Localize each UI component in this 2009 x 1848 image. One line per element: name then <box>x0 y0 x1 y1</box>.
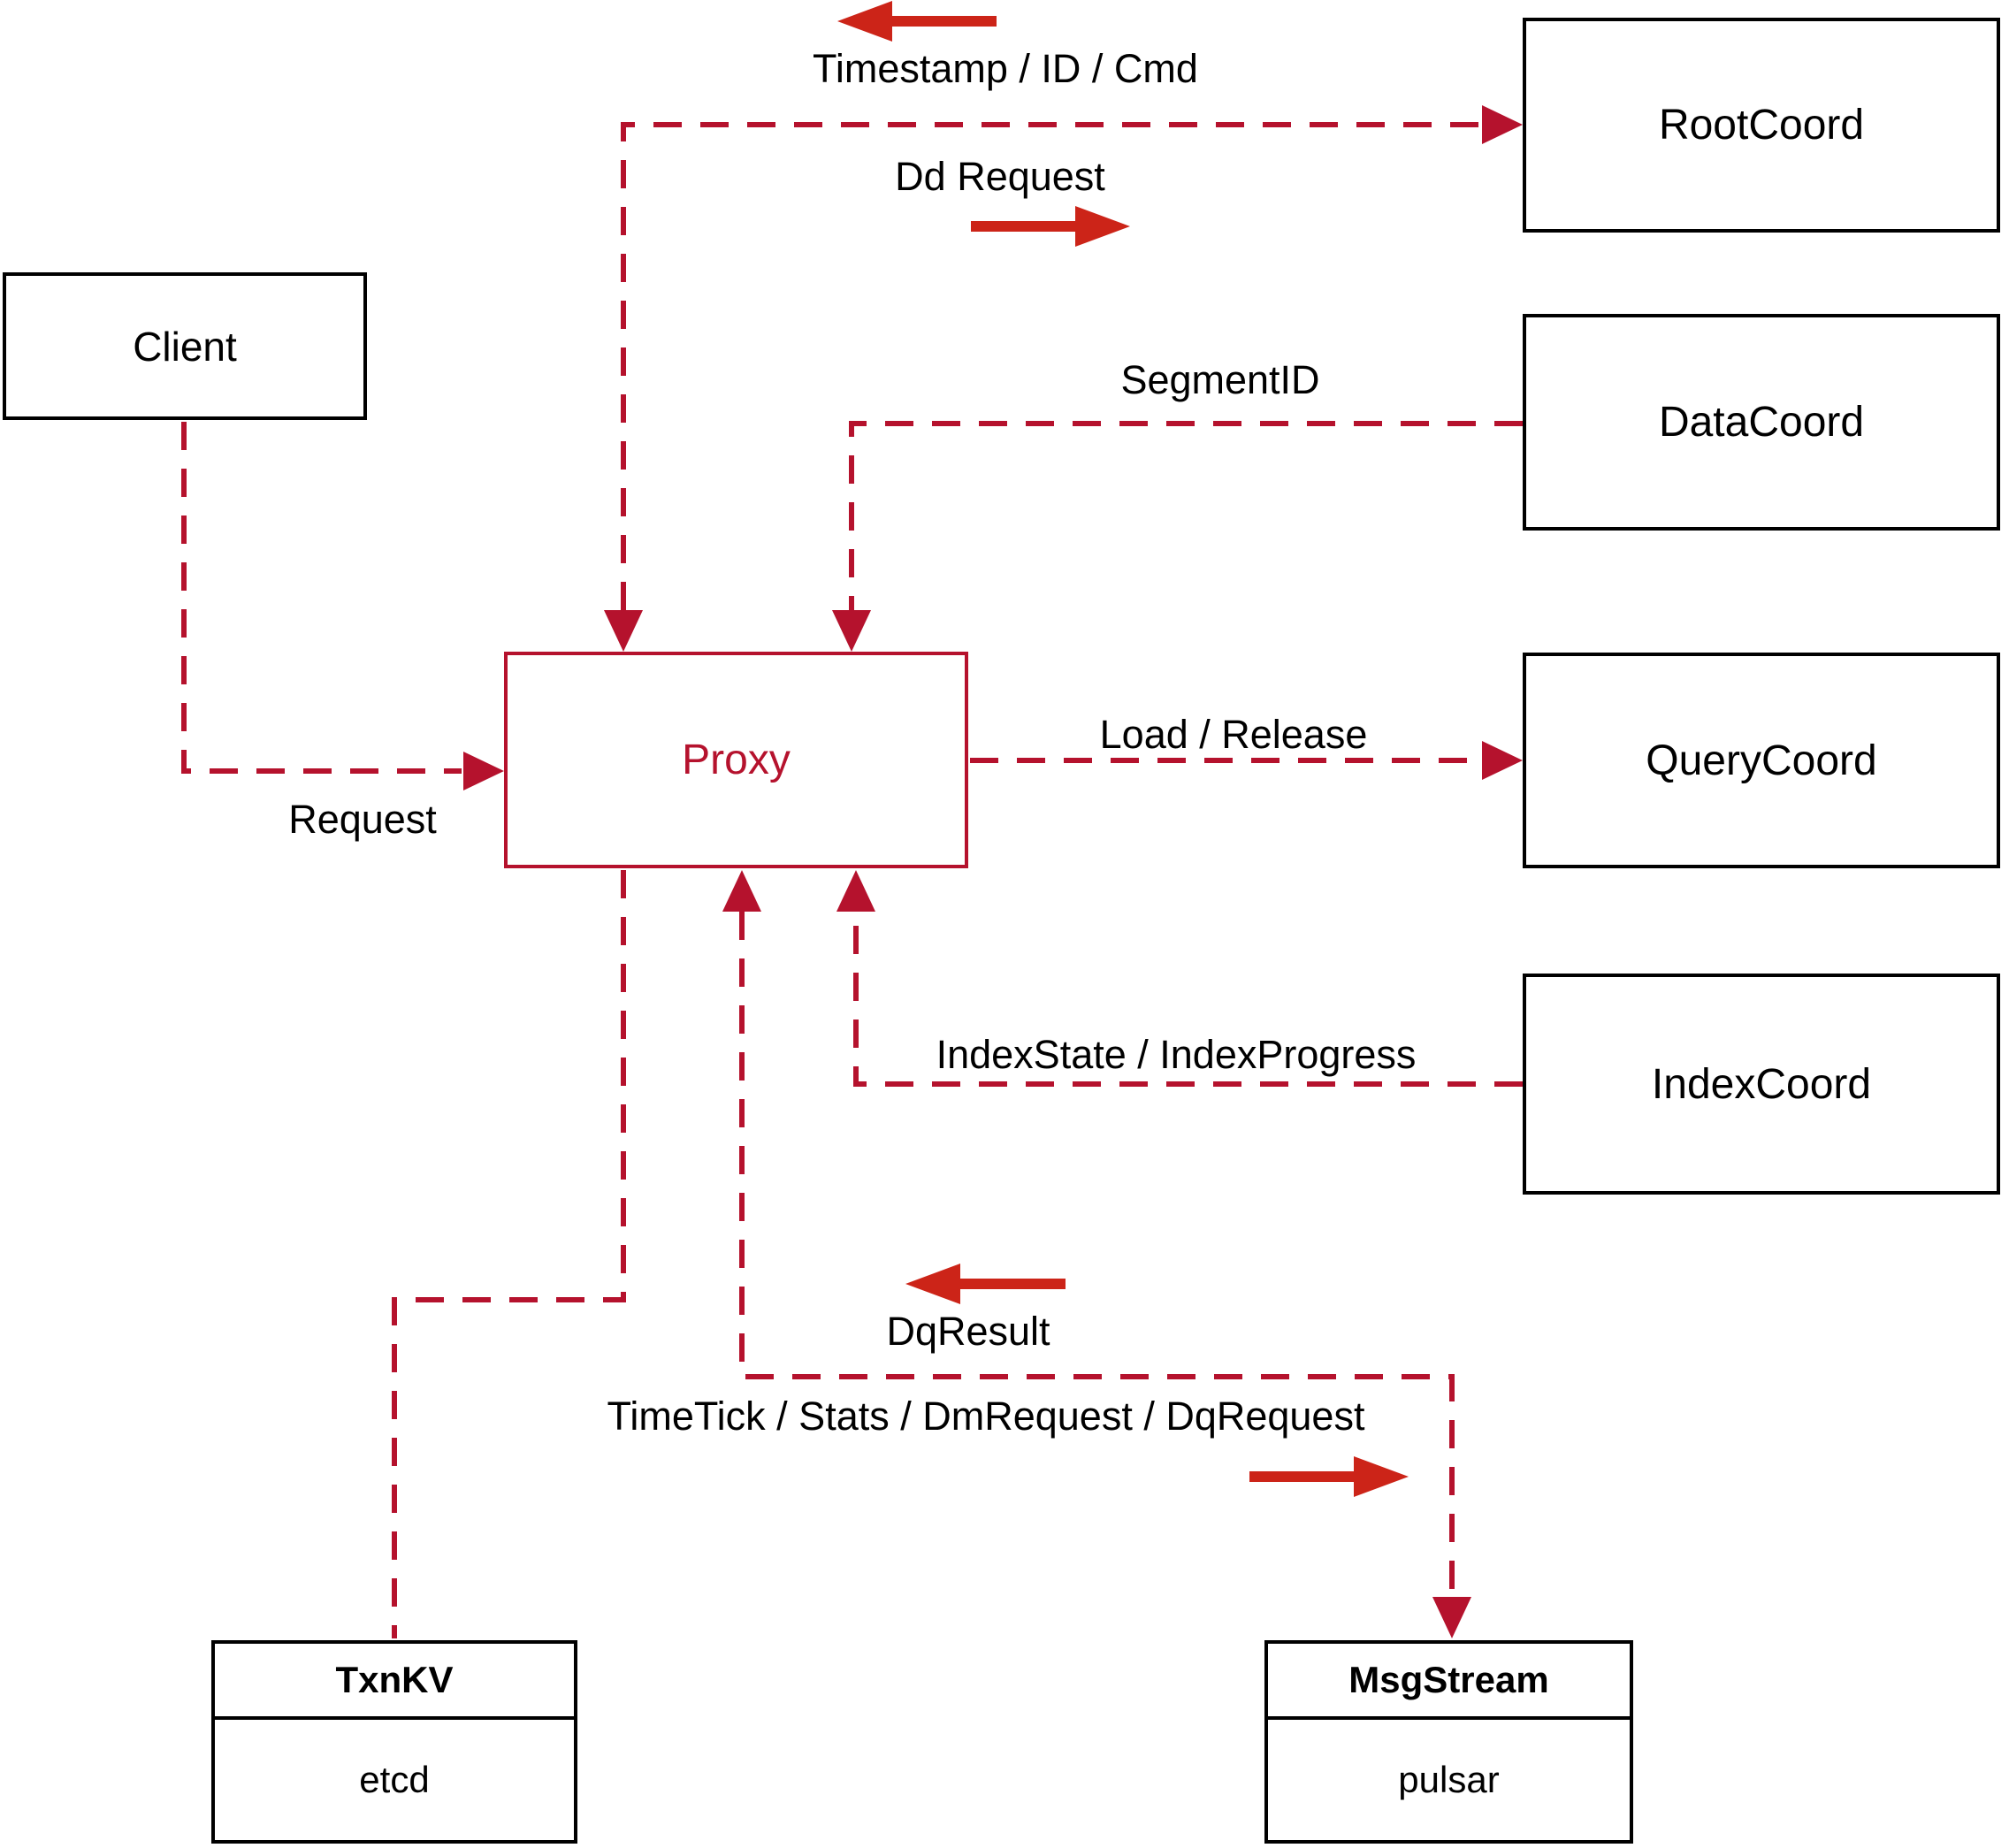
edge-label-load-release: Load / Release <box>1099 712 1368 757</box>
edge-proxy-msgstream <box>739 912 1455 1597</box>
arrowhead-into-proxy-top-right <box>832 610 871 652</box>
node-client-label: Client <box>133 323 237 370</box>
node-msgstream-impl: pulsar <box>1398 1759 1500 1800</box>
node-msgstream-title: MsgStream <box>1268 1644 1630 1720</box>
arrowhead-into-proxy-bottom-left <box>722 870 761 912</box>
node-querycoord-label: QueryCoord <box>1646 737 1877 784</box>
node-rootcoord-label: RootCoord <box>1658 102 1865 149</box>
edge-label-timestamp-id-cmd: Timestamp / ID / Cmd <box>813 46 1198 91</box>
node-client: Client <box>3 272 367 420</box>
node-proxy-label: Proxy <box>682 737 791 783</box>
arrowhead-into-proxy-left <box>463 752 504 790</box>
edge-label-request: Request <box>288 797 437 842</box>
edge-label-time-tick: TimeTick / Stats / DmRequest / DqRequest <box>607 1394 1365 1439</box>
arrowhead-into-proxy-bottom-right <box>836 870 875 912</box>
arrowhead-into-querycoord <box>1482 741 1523 780</box>
node-querycoord: QueryCoord <box>1523 653 2000 868</box>
node-indexcoord-label: IndexCoord <box>1651 1060 1872 1108</box>
edge-proxy-rootcoord <box>621 122 1480 610</box>
node-txnkv-impl: etcd <box>359 1759 430 1800</box>
arrowhead-into-rootcoord <box>1482 105 1523 144</box>
edge-label-segment-id: SegmentID <box>1120 357 1320 402</box>
edge-proxy-to-txnkv <box>392 870 626 1638</box>
right-arrow-icon <box>1354 1456 1409 1497</box>
node-indexcoord: IndexCoord <box>1523 974 2000 1195</box>
edge-label-dd-request: Dd Request <box>895 154 1105 199</box>
left-arrow-icon <box>905 1264 960 1304</box>
node-proxy: Proxy <box>504 652 968 868</box>
node-datacoord: DataCoord <box>1523 314 2000 531</box>
right-arrow-icon <box>1075 206 1130 247</box>
arrowhead-into-msgstream <box>1432 1597 1471 1638</box>
left-arrow-icon <box>837 1 892 42</box>
edge-datacoord-to-proxy <box>849 421 1523 610</box>
edge-client-to-proxy <box>181 422 462 774</box>
node-msgstream: MsgStream pulsar <box>1264 1640 1633 1844</box>
node-rootcoord: RootCoord <box>1523 18 2000 233</box>
edge-label-dq-result: DqResult <box>886 1309 1050 1354</box>
arrowhead-into-proxy-top-left <box>604 610 643 652</box>
node-txnkv: TxnKV etcd <box>211 1640 577 1844</box>
node-txnkv-title: TxnKV <box>215 1644 574 1720</box>
edge-label-index-state: IndexState / IndexProgress <box>936 1032 1417 1077</box>
node-datacoord-label: DataCoord <box>1658 399 1865 446</box>
edge-indexcoord-to-proxy <box>853 912 1523 1087</box>
